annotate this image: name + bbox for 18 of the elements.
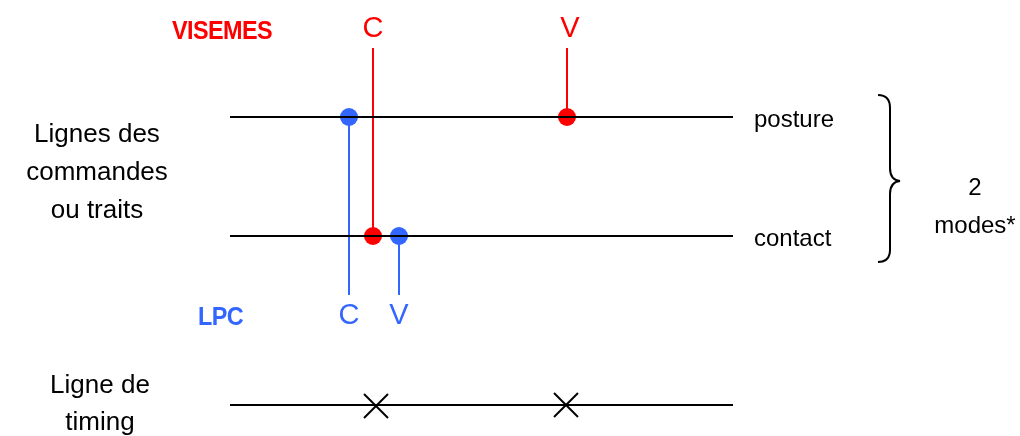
annotation-text: 2 modes*	[933, 172, 1017, 240]
connector-line	[390, 227, 408, 296]
phoneme-letter: C	[358, 8, 388, 46]
phoneme-letter: V	[384, 295, 414, 333]
connector-line	[364, 47, 382, 245]
phoneme-letter: C	[334, 295, 364, 333]
line-label: contact	[754, 223, 833, 253]
connector-line	[340, 108, 358, 296]
annotation-text: Lignes des commandes ou traits	[25, 117, 169, 226]
connector-line	[558, 47, 576, 126]
line-label: posture	[754, 104, 836, 134]
timeline-bar	[230, 404, 733, 406]
group-heading: VISEMES	[172, 14, 272, 47]
line-label: Ligne de timing	[49, 368, 151, 436]
timeline-bar	[230, 116, 733, 118]
timeline-bar	[230, 235, 733, 237]
group-heading: LPC	[198, 300, 244, 333]
phoneme-letter: V	[555, 8, 585, 46]
